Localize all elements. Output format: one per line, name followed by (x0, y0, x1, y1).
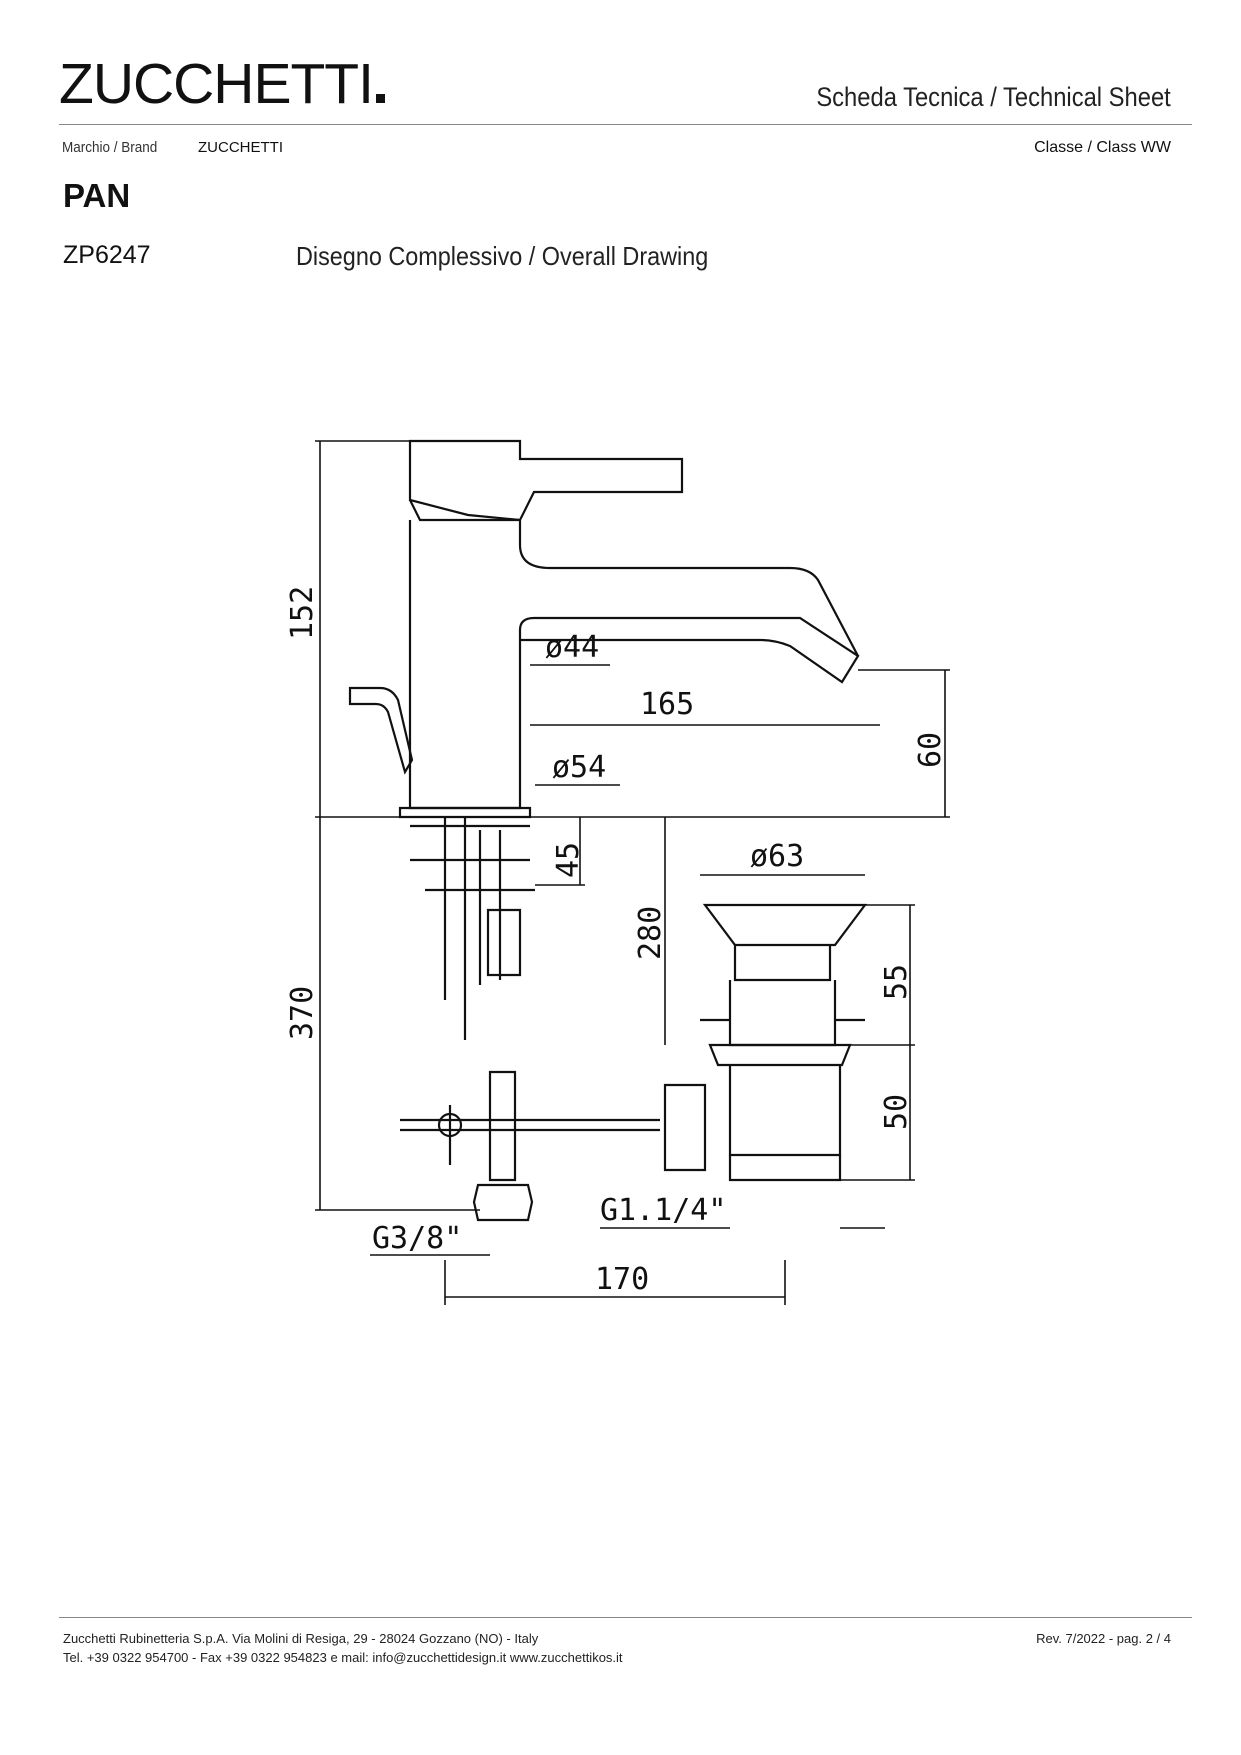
dim-spout-height: 60 (913, 732, 948, 768)
dim-below-deck: 370 (285, 986, 320, 1040)
supply-hose-end (488, 1070, 517, 1182)
drawing-title: Disegno Complessivo / Overall Drawing (296, 241, 709, 271)
dim-waste-upper: 55 (879, 964, 914, 1000)
dimension-lines (315, 440, 950, 1305)
brand-value: ZUCCHETTI (198, 139, 283, 156)
waste-tail (728, 1155, 842, 1182)
spout-upper (518, 520, 859, 657)
dim-waste-distance: 170 (595, 1262, 649, 1297)
dim-waste-length: 280 (633, 906, 668, 960)
product-code: ZP6247 (63, 241, 151, 269)
fixing-nuts (410, 824, 535, 892)
lever-handle (408, 439, 684, 522)
waste-flange (702, 903, 868, 947)
dim-waste-thread: G1.1/4" (600, 1193, 726, 1228)
footer-divider (59, 1617, 1192, 1618)
brand-logo: ZUCCHETTI (59, 56, 385, 113)
footer-page-info: Rev. 7/2022 - pag. 2 / 4 (1036, 1631, 1171, 1646)
footer-contacts: Tel. +39 0322 954700 - Fax +39 0322 9548… (63, 1650, 623, 1665)
dim-base-diameter: ø54 (552, 750, 606, 785)
brand-label: Marchio / Brand (62, 139, 158, 156)
dim-spout-diameter: ø44 (545, 630, 599, 665)
deck-flange (398, 806, 532, 819)
dim-waste-lower: 50 (879, 1094, 914, 1130)
linkage-rod (400, 1105, 660, 1165)
header-divider (59, 124, 1192, 125)
logo-dot (375, 94, 385, 103)
dim-total-height: 152 (285, 586, 320, 640)
supply-hoses (443, 817, 502, 1040)
class-label: Classe / Class WW (1034, 139, 1171, 156)
handle-base (409, 499, 520, 522)
sheet-title: Scheda Tecnica / Technical Sheet (816, 82, 1171, 112)
dim-waste-diameter: ø63 (750, 839, 804, 874)
hose-nipple (486, 908, 522, 977)
linkage-clamp (437, 1112, 463, 1138)
footer-address: Zucchetti Rubinetteria S.p.A. Via Molini… (63, 1631, 539, 1646)
waste-body-upper (728, 945, 837, 1047)
waste-linkage-nut (663, 1083, 707, 1172)
waste-body-lower (728, 1065, 842, 1157)
product-name: PAN (63, 177, 131, 214)
dim-deck-thickness: 45 (551, 842, 586, 878)
waste-nut (708, 1043, 852, 1067)
popup-rod (348, 686, 414, 775)
dim-spout-reach: 165 (640, 687, 694, 722)
dim-supply-thread: G3/8" (372, 1221, 462, 1256)
supply-nut (472, 1183, 534, 1222)
faucet-outline (348, 439, 868, 1222)
spout-lower (408, 520, 860, 810)
